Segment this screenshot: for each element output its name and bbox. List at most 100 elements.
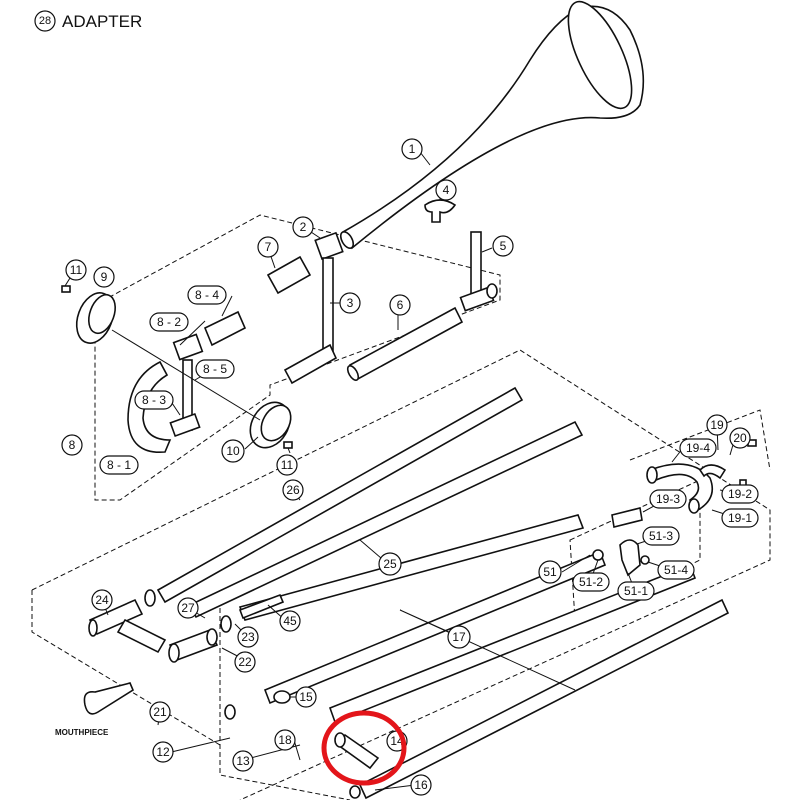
callout-19-1: 19-1 (721, 508, 759, 528)
callout-6: 6 (389, 294, 411, 316)
svg-text:27: 27 (181, 601, 195, 615)
part-51-bracket (592, 507, 650, 577)
callout-19-3: 19-3 (649, 489, 687, 509)
svg-text:51-3: 51-3 (649, 529, 673, 543)
part-2-3 (283, 231, 344, 385)
title-badge: 28 (39, 15, 51, 27)
part-4-rest (424, 199, 457, 223)
svg-text:51: 51 (543, 565, 557, 579)
svg-text:21: 21 (153, 705, 167, 719)
svg-text:9: 9 (101, 270, 108, 284)
svg-text:15: 15 (299, 690, 313, 704)
callout-51-2: 51-2 (572, 572, 610, 592)
callout-19: 19 (706, 414, 728, 436)
callout-27: 27 (177, 597, 199, 619)
title-badge-circle (34, 10, 56, 32)
callout-9: 9 (93, 266, 115, 288)
callout-51: 51 (538, 560, 562, 584)
svg-text:19: 19 (710, 418, 724, 432)
part-8-4 (203, 310, 247, 347)
callout-21: 21 (149, 701, 171, 723)
svg-text:8: 8 (69, 438, 76, 452)
svg-text:26: 26 (286, 483, 300, 497)
callout-17: 17 (447, 625, 471, 649)
svg-text:13: 13 (236, 754, 250, 768)
svg-text:8 - 3: 8 - 3 (142, 393, 166, 407)
callout-10: 10 (221, 439, 245, 463)
svg-text:23: 23 (241, 630, 255, 644)
callout-8-5: 8 - 5 (195, 359, 235, 379)
callout-16: 16 (410, 774, 432, 796)
svg-text:18: 18 (278, 733, 292, 747)
svg-text:19-3: 19-3 (656, 492, 680, 506)
svg-text:7: 7 (265, 240, 272, 254)
callout-23: 23 (237, 626, 259, 648)
svg-text:8 - 4: 8 - 4 (195, 288, 219, 302)
part-6-tube (346, 306, 464, 382)
svg-text:5: 5 (500, 239, 507, 253)
part-19-crook (646, 439, 757, 514)
callout-26: 26 (282, 479, 304, 501)
title-text: ADAPTER (62, 12, 142, 31)
callout-51-3: 51-3 (642, 526, 680, 546)
callout-25: 25 (378, 552, 402, 576)
highlight-ring (321, 710, 407, 786)
callout-7: 7 (257, 236, 279, 258)
svg-text:4: 4 (443, 183, 450, 197)
callout-4: 4 (435, 179, 457, 201)
callout-8-4: 8 - 4 (187, 285, 227, 305)
svg-text:51-1: 51-1 (624, 584, 648, 598)
svg-text:8 - 5: 8 - 5 (203, 362, 227, 376)
callout-51-1: 51-1 (617, 581, 655, 601)
callout-8-2: 8 - 2 (149, 312, 189, 332)
callout-12: 12 (152, 741, 174, 763)
part-15-14 (224, 690, 380, 799)
callout-15: 15 (295, 686, 317, 708)
svg-text:3: 3 (347, 296, 354, 310)
svg-text:19-4: 19-4 (686, 441, 710, 455)
part-7-tube (266, 255, 312, 295)
callout-3: 3 (339, 292, 361, 314)
callout-1: 1 (401, 138, 423, 160)
callout-22: 22 (234, 651, 256, 673)
svg-text:8 - 1: 8 - 1 (107, 458, 131, 472)
bell-part (339, 0, 645, 250)
callout-20: 20 (729, 427, 751, 449)
callouts: 1 2 3 4 5 6 7 8 9 10 11 11 12 13 14 15 1… (61, 138, 759, 796)
svg-text:1: 1 (409, 142, 416, 156)
svg-text:45: 45 (283, 614, 297, 628)
svg-text:11: 11 (70, 263, 83, 277)
callout-19-4: 19-4 (679, 438, 717, 458)
callout-19-2: 19-2 (721, 484, 759, 504)
callout-11-top: 11 (65, 259, 87, 281)
callout-5: 5 (492, 235, 514, 257)
slide-hardware-left (88, 589, 285, 663)
callout-8-3: 8 - 3 (134, 390, 174, 410)
svg-text:8 - 2: 8 - 2 (157, 315, 181, 329)
svg-text:22: 22 (238, 655, 252, 669)
part-5-tube (459, 231, 498, 312)
part-10-disk (249, 401, 292, 449)
mouthpiece-part (83, 682, 135, 715)
svg-text:51-2: 51-2 (579, 575, 603, 589)
svg-text:24: 24 (95, 593, 109, 607)
svg-text:10: 10 (226, 444, 240, 458)
callout-45: 45 (279, 610, 301, 632)
part-9-disk (75, 292, 116, 344)
svg-text:25: 25 (383, 557, 397, 571)
callout-18: 18 (274, 729, 296, 751)
diagram-title: 28 ADAPTER (34, 10, 142, 32)
svg-text:19-2: 19-2 (728, 487, 752, 501)
svg-text:20: 20 (733, 431, 747, 445)
callout-8: 8 (61, 434, 83, 456)
svg-text:2: 2 (300, 220, 307, 234)
svg-text:11: 11 (281, 458, 294, 472)
callout-13: 13 (232, 750, 254, 772)
callout-24: 24 (91, 589, 113, 611)
mouthpiece-label: MOUTHPIECE (55, 728, 109, 737)
slide-tubes (156, 386, 730, 800)
svg-text:6: 6 (397, 298, 404, 312)
callout-2: 2 (292, 216, 314, 238)
callout-51-4: 51-4 (657, 560, 695, 580)
